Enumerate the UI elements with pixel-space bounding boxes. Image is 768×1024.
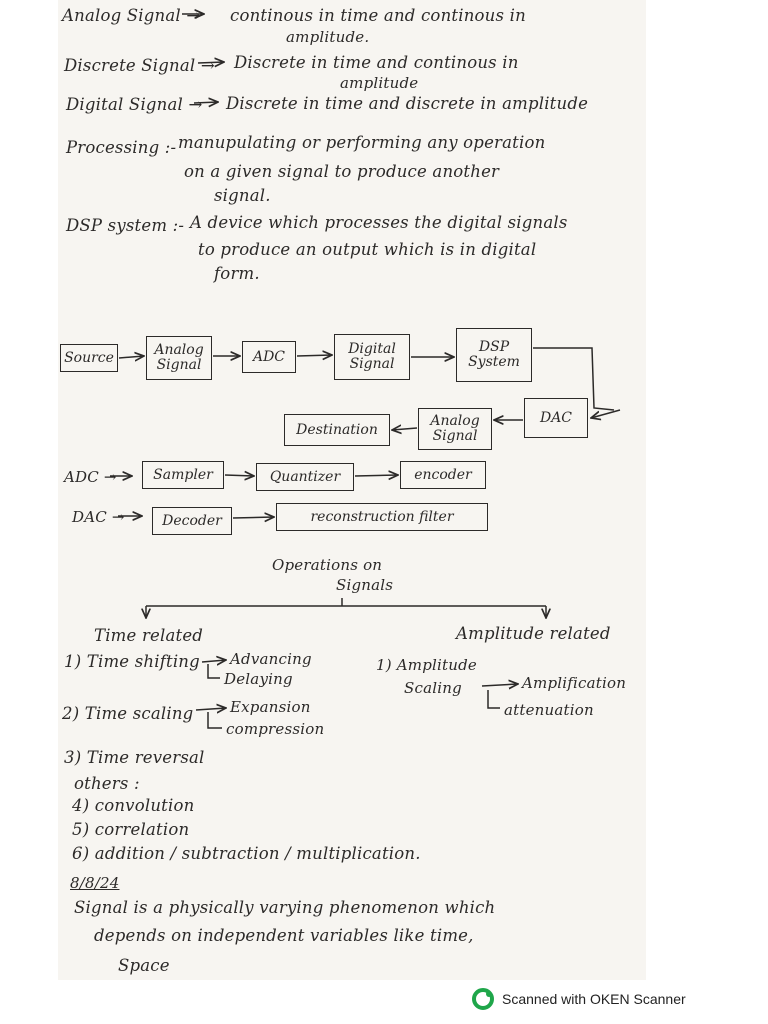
dsp-system-definition: A device which processes the digital sig… <box>190 213 568 232</box>
digital-signal-definition: Discrete in time and discrete in amplitu… <box>226 94 589 113</box>
diagram-arrows <box>110 0 621 729</box>
arrow-decoder-filter <box>232 517 274 518</box>
operations-title-line2: Signals <box>336 576 394 594</box>
arrow-compression <box>207 712 222 729</box>
arrow-to-dac <box>591 409 621 418</box>
oken-scanner-logo-icon <box>472 988 494 1010</box>
discrete-signal-definition: Discrete in time and continous in <box>234 53 519 72</box>
adc-box: ADC <box>242 341 296 373</box>
processing-definition-cont2: signal. <box>214 186 271 205</box>
processing-definition-cont: on a given signal to produce another <box>184 162 500 181</box>
arrow-sampler-quantizer <box>224 475 254 476</box>
signal-definition-line2: depends on independent variables like ti… <box>94 926 474 945</box>
sampler-box: Sampler <box>142 461 224 489</box>
dac-chain-label: DAC → <box>72 508 125 526</box>
dsp-system-definition-cont: to produce an output which is in digital <box>198 240 537 259</box>
analog-signal-definition: continous in time and continous in <box>230 6 526 25</box>
arrow-delaying <box>207 664 220 679</box>
signal-definition-line3: Space <box>118 956 170 975</box>
delaying-text: Delaying <box>224 670 293 688</box>
scanner-watermark-text: Scanned with OKEN Scanner <box>502 991 686 1007</box>
source-box: Source <box>60 344 118 372</box>
scanner-watermark: Scanned with OKEN Scanner <box>472 988 686 1010</box>
amplitude-scaling-item-line2: Scaling <box>404 679 462 697</box>
operations-title-line1: Operations on <box>272 556 383 574</box>
amplification-text: Amplification <box>522 674 627 692</box>
correlation-item: 5) correlation <box>72 820 190 839</box>
arrow-adc-digital <box>296 355 332 356</box>
arrow-expansion <box>195 708 226 710</box>
arrow-advancing <box>201 660 226 662</box>
digital-signal-term: Digital Signal → <box>66 95 203 114</box>
time-reversal-item: 3) Time reversal <box>64 748 205 767</box>
decoder-box: Decoder <box>152 507 232 535</box>
convolution-item: 4) convolution <box>72 796 195 815</box>
notebook-page: Analog Signal → continous in time and co… <box>58 0 646 980</box>
arrow-attenuation <box>487 690 500 709</box>
connector-dsp-dac <box>533 347 615 411</box>
arrow-quantizer-encoder <box>354 475 398 476</box>
encoder-box: encoder <box>400 461 486 489</box>
amplitude-related-heading: Amplitude related <box>456 624 611 643</box>
destination-box: Destination <box>284 414 390 446</box>
arrow-analog-destination <box>392 428 418 430</box>
dsp-system-box: DSP System <box>456 328 532 382</box>
discrete-signal-definition-cont: amplitude <box>340 74 419 92</box>
dsp-system-term: DSP system :- <box>66 216 185 235</box>
addition-subtraction-multiplication-item: 6) addition / subtraction / multiplicati… <box>72 844 421 863</box>
processing-term: Processing :- <box>66 138 177 157</box>
reconstruction-filter-box: reconstruction filter <box>276 503 488 531</box>
arrow-amplification <box>481 684 518 686</box>
digital-signal-box: Digital Signal <box>334 334 410 380</box>
analog-signal-input-box: Analog Signal <box>146 336 212 380</box>
dac-box: DAC <box>524 398 588 438</box>
discrete-signal-term: Discrete Signal → <box>64 56 215 75</box>
time-related-heading: Time related <box>94 626 204 645</box>
dsp-system-definition-cont2: form. <box>214 264 260 283</box>
arrow-source-analog <box>118 356 144 358</box>
expansion-text: Expansion <box>230 698 311 716</box>
adc-chain-label: ADC → <box>64 468 117 486</box>
date-heading: 8/8/24 <box>70 874 120 892</box>
quantizer-box: Quantizer <box>256 463 354 491</box>
arrow-digital-def <box>193 102 218 103</box>
processing-definition: manupulating or performing any operation <box>178 133 546 152</box>
analog-signal-term: Analog Signal → <box>62 6 201 25</box>
signal-definition-line1: Signal is a physically varying phenomeno… <box>74 898 496 917</box>
amplitude-scaling-item-line1: 1) Amplitude <box>376 656 477 674</box>
time-shifting-item: 1) Time shifting <box>64 652 200 671</box>
others-label: others : <box>74 774 140 793</box>
analog-signal-output-box: Analog Signal <box>418 408 492 450</box>
analog-signal-definition-cont: amplitude. <box>286 28 370 46</box>
attenuation-text: attenuation <box>504 701 594 719</box>
compression-text: compression <box>226 720 325 738</box>
advancing-text: Advancing <box>230 650 312 668</box>
time-scaling-item: 2) Time scaling <box>62 704 194 723</box>
arrow-discrete-def <box>197 62 224 63</box>
